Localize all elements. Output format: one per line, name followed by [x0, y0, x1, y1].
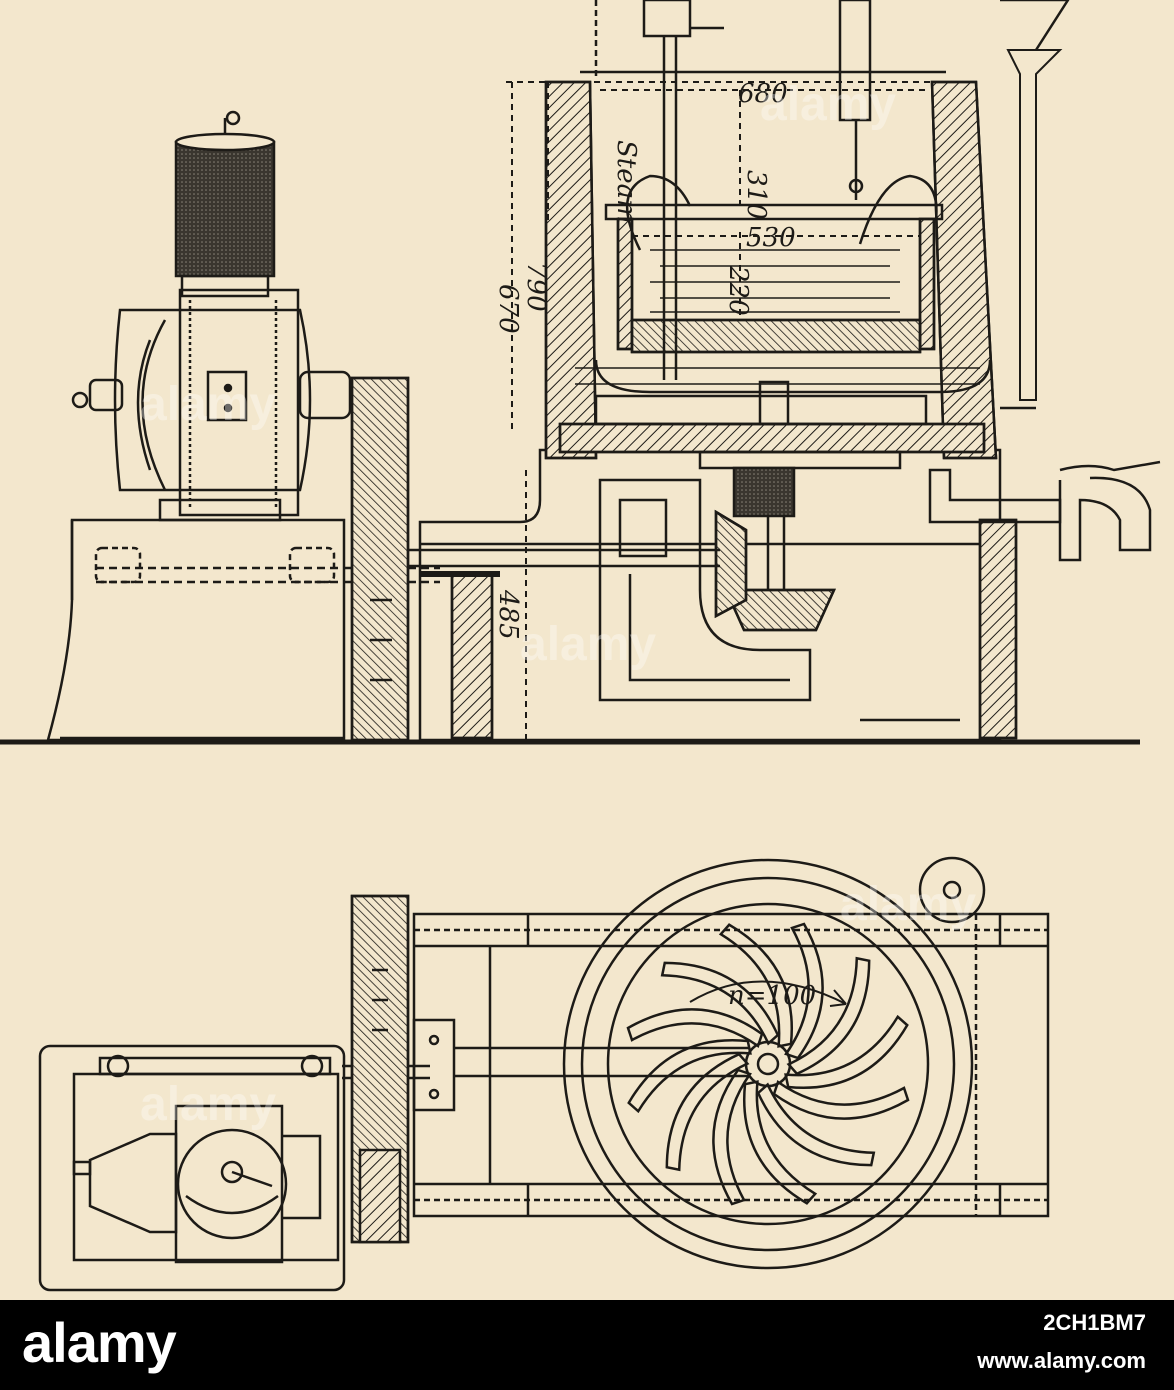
pulley-plan	[350, 894, 410, 1244]
image-id: 2CH1BM7	[1043, 1310, 1146, 1335]
dim-310: 310	[741, 170, 771, 220]
horizontal-shaft	[408, 548, 720, 568]
frame-plan	[412, 912, 1050, 1218]
side-elevation	[0, 0, 1161, 745]
dim-220: 220	[723, 265, 753, 316]
top-fittings	[594, 0, 872, 380]
dim-790: 790	[521, 262, 551, 312]
steam-label: Steam	[611, 140, 641, 224]
watermark-3: alamy	[520, 618, 656, 671]
turntable	[558, 380, 986, 470]
dim-530: 530	[746, 223, 796, 253]
spin-basket	[575, 174, 992, 394]
watermark-layer: alamy alamy alamy alamy alamy	[140, 78, 976, 1131]
dim-485: 485	[493, 589, 523, 640]
motor-base	[46, 518, 346, 742]
electric-motor	[71, 110, 352, 522]
dim-680: 680	[738, 79, 788, 109]
dimension-lines	[506, 81, 936, 740]
speed-label: n=100	[728, 981, 816, 1011]
watermark-2: alamy	[760, 78, 896, 131]
drive-shaft	[598, 466, 836, 702]
watermark-1: alamy	[140, 378, 276, 431]
site-url: www.alamy.com	[977, 1348, 1146, 1373]
footer-bar: alamy 2CH1BM7 www.alamy.com	[0, 1300, 1174, 1390]
rotation-arrow	[689, 980, 847, 1005]
motor-plan	[38, 1044, 430, 1292]
plan-view	[38, 856, 1050, 1292]
watermark-5: alamy	[140, 1078, 276, 1131]
alamy-logo: alamy	[22, 1311, 177, 1374]
belt-pulley	[350, 376, 410, 742]
watermark-4: alamy	[840, 878, 976, 931]
drain-piping	[928, 0, 1161, 562]
dim-670: 670	[493, 284, 523, 334]
impeller-blades	[626, 922, 910, 1206]
machine-drawing: 680 530 310 220 670 790 485 Steam	[0, 0, 1161, 1292]
